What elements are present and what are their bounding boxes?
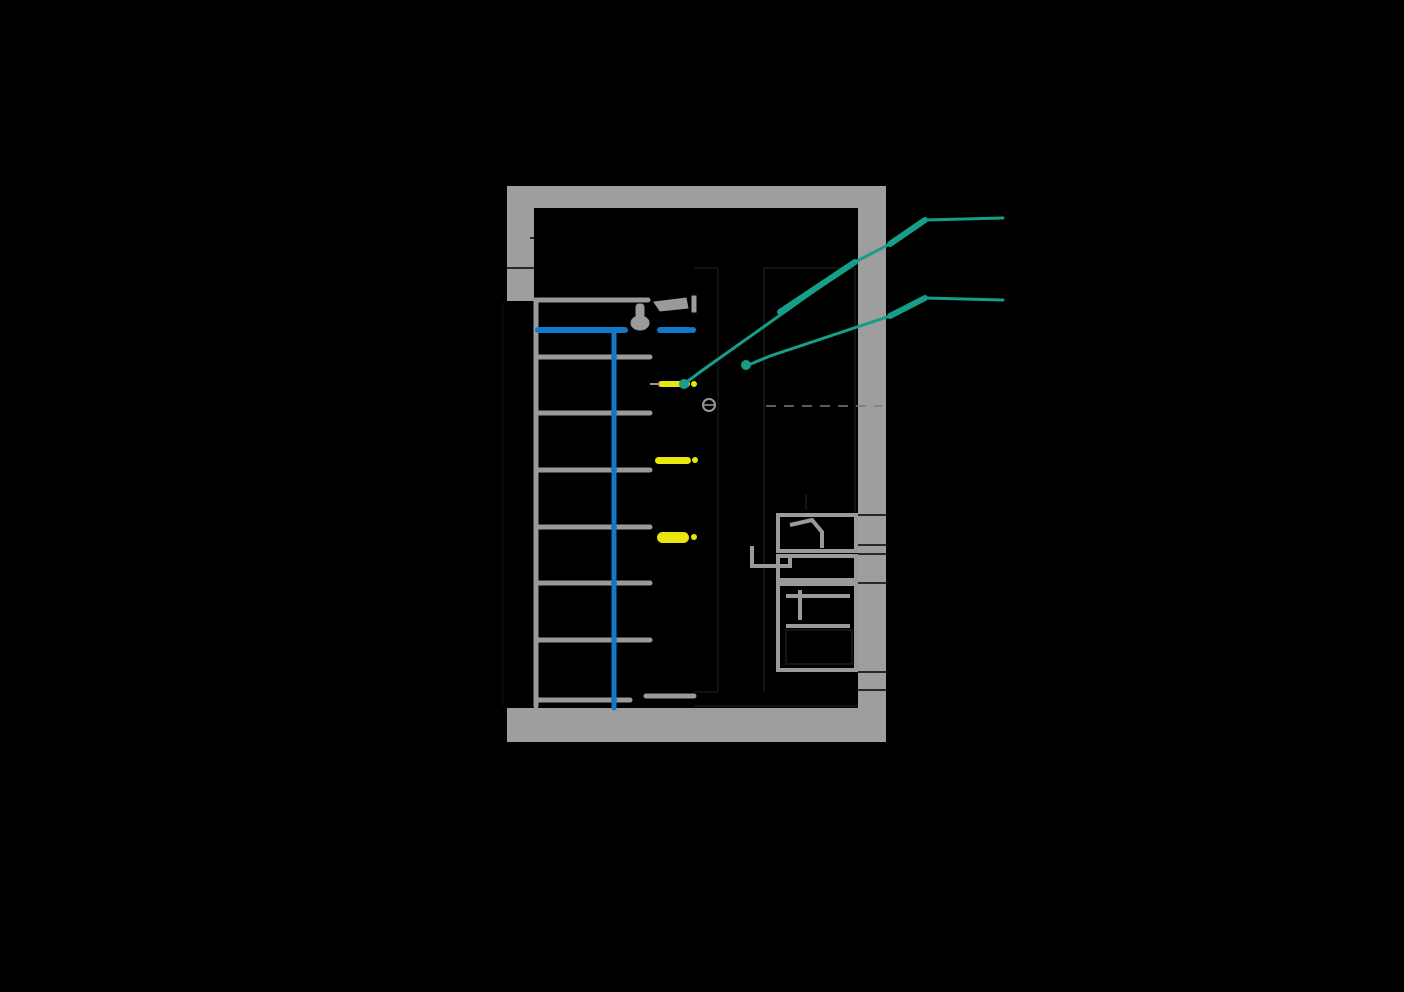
leader-line-1-thick xyxy=(777,217,928,315)
leader-line-1 xyxy=(682,216,1005,386)
hot-outlet-3 xyxy=(657,532,697,543)
washer-tap xyxy=(789,517,824,548)
wall-bottom xyxy=(507,708,886,742)
wall-left-lower xyxy=(507,708,534,742)
washer-body xyxy=(776,554,858,582)
faucet-spout xyxy=(653,297,689,312)
cold-water-pipe xyxy=(535,327,693,711)
room-walls xyxy=(507,186,886,742)
washer-unit xyxy=(750,513,858,672)
faucet-handle xyxy=(691,295,697,313)
cold-pipe-fittings xyxy=(611,327,696,703)
wall-top xyxy=(507,186,886,208)
washer-details xyxy=(785,494,853,665)
leader-endpoints xyxy=(679,360,751,389)
faucet-stem xyxy=(635,303,645,323)
wall-right xyxy=(858,186,886,742)
leader-line-2-thick xyxy=(887,295,928,319)
wall-joints xyxy=(858,514,886,691)
center-divider xyxy=(694,267,858,707)
leader-lines xyxy=(682,216,1005,386)
left-wall-detail xyxy=(507,237,534,269)
wall-left-upper xyxy=(507,186,534,301)
washer-drawer-frame xyxy=(776,582,858,672)
tall-cabinet xyxy=(763,267,856,692)
washer-top-frame xyxy=(776,513,858,553)
top-faucet xyxy=(630,295,697,331)
hot-outlet-2 xyxy=(655,457,698,464)
shelf-rack xyxy=(533,297,697,709)
rack-top-frame xyxy=(533,297,651,323)
section-marker xyxy=(702,398,716,412)
